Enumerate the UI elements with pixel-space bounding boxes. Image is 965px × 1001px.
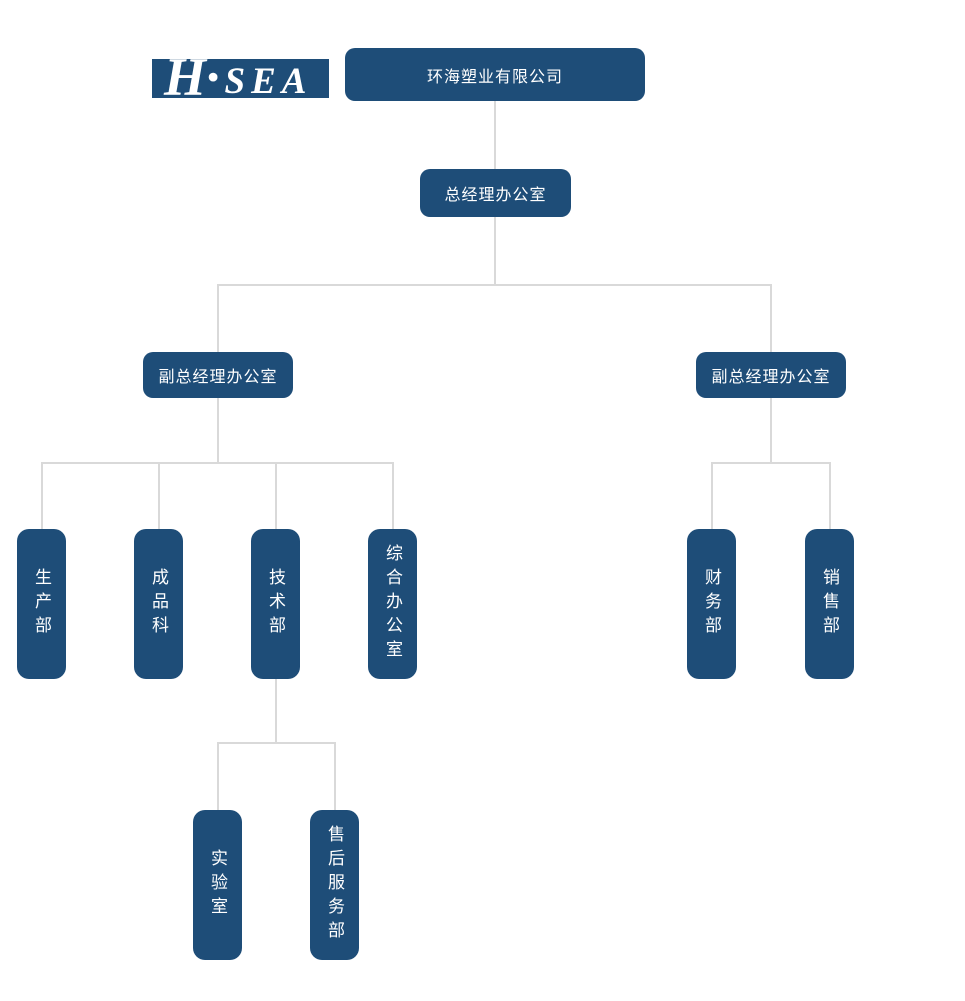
logo-sea-text: SEA	[224, 61, 313, 102]
connector-tech-group-horizontal	[217, 742, 336, 744]
company-logo: H·SEA	[152, 50, 329, 104]
org-node-sales-dept: 销售部	[805, 529, 854, 679]
connector-left-group-horizontal	[41, 462, 394, 464]
org-node-vp-office-right: 副总经理办公室	[696, 352, 846, 398]
connector-to-laboratory	[217, 742, 219, 810]
connector-gm-down	[494, 217, 496, 285]
org-node-gm-office: 总经理办公室	[420, 169, 571, 217]
connector-right-group-horizontal	[711, 462, 831, 464]
org-node-finished-products-section: 成品科	[134, 529, 183, 679]
connector-level2-horizontal	[217, 284, 772, 286]
connector-to-after-sales	[334, 742, 336, 810]
connector-vp-right-down	[770, 398, 772, 463]
connector-vp-left-down	[217, 398, 219, 463]
org-node-finance-dept: 财务部	[687, 529, 736, 679]
connector-to-vp-right	[770, 284, 772, 352]
connector-technical-down	[275, 679, 277, 743]
connector-to-technical	[275, 462, 277, 529]
connector-to-production	[41, 462, 43, 529]
connector-to-finished-products	[158, 462, 160, 529]
org-node-after-sales-service-dept: 售后服务部	[310, 810, 359, 960]
org-node-company-root: 环海塑业有限公司	[345, 48, 645, 101]
connector-to-sales	[829, 462, 831, 529]
org-node-production-dept: 生产部	[17, 529, 66, 679]
org-node-laboratory: 实验室	[193, 810, 242, 960]
org-node-vp-office-left: 副总经理办公室	[143, 352, 293, 398]
org-node-technical-dept: 技术部	[251, 529, 300, 679]
org-node-general-office: 综合办公室	[368, 529, 417, 679]
connector-to-general-office	[392, 462, 394, 529]
connector-root-to-gm	[494, 101, 496, 169]
logo-h-text: H·	[164, 47, 220, 107]
connector-to-vp-left	[217, 284, 219, 352]
connector-to-finance	[711, 462, 713, 529]
